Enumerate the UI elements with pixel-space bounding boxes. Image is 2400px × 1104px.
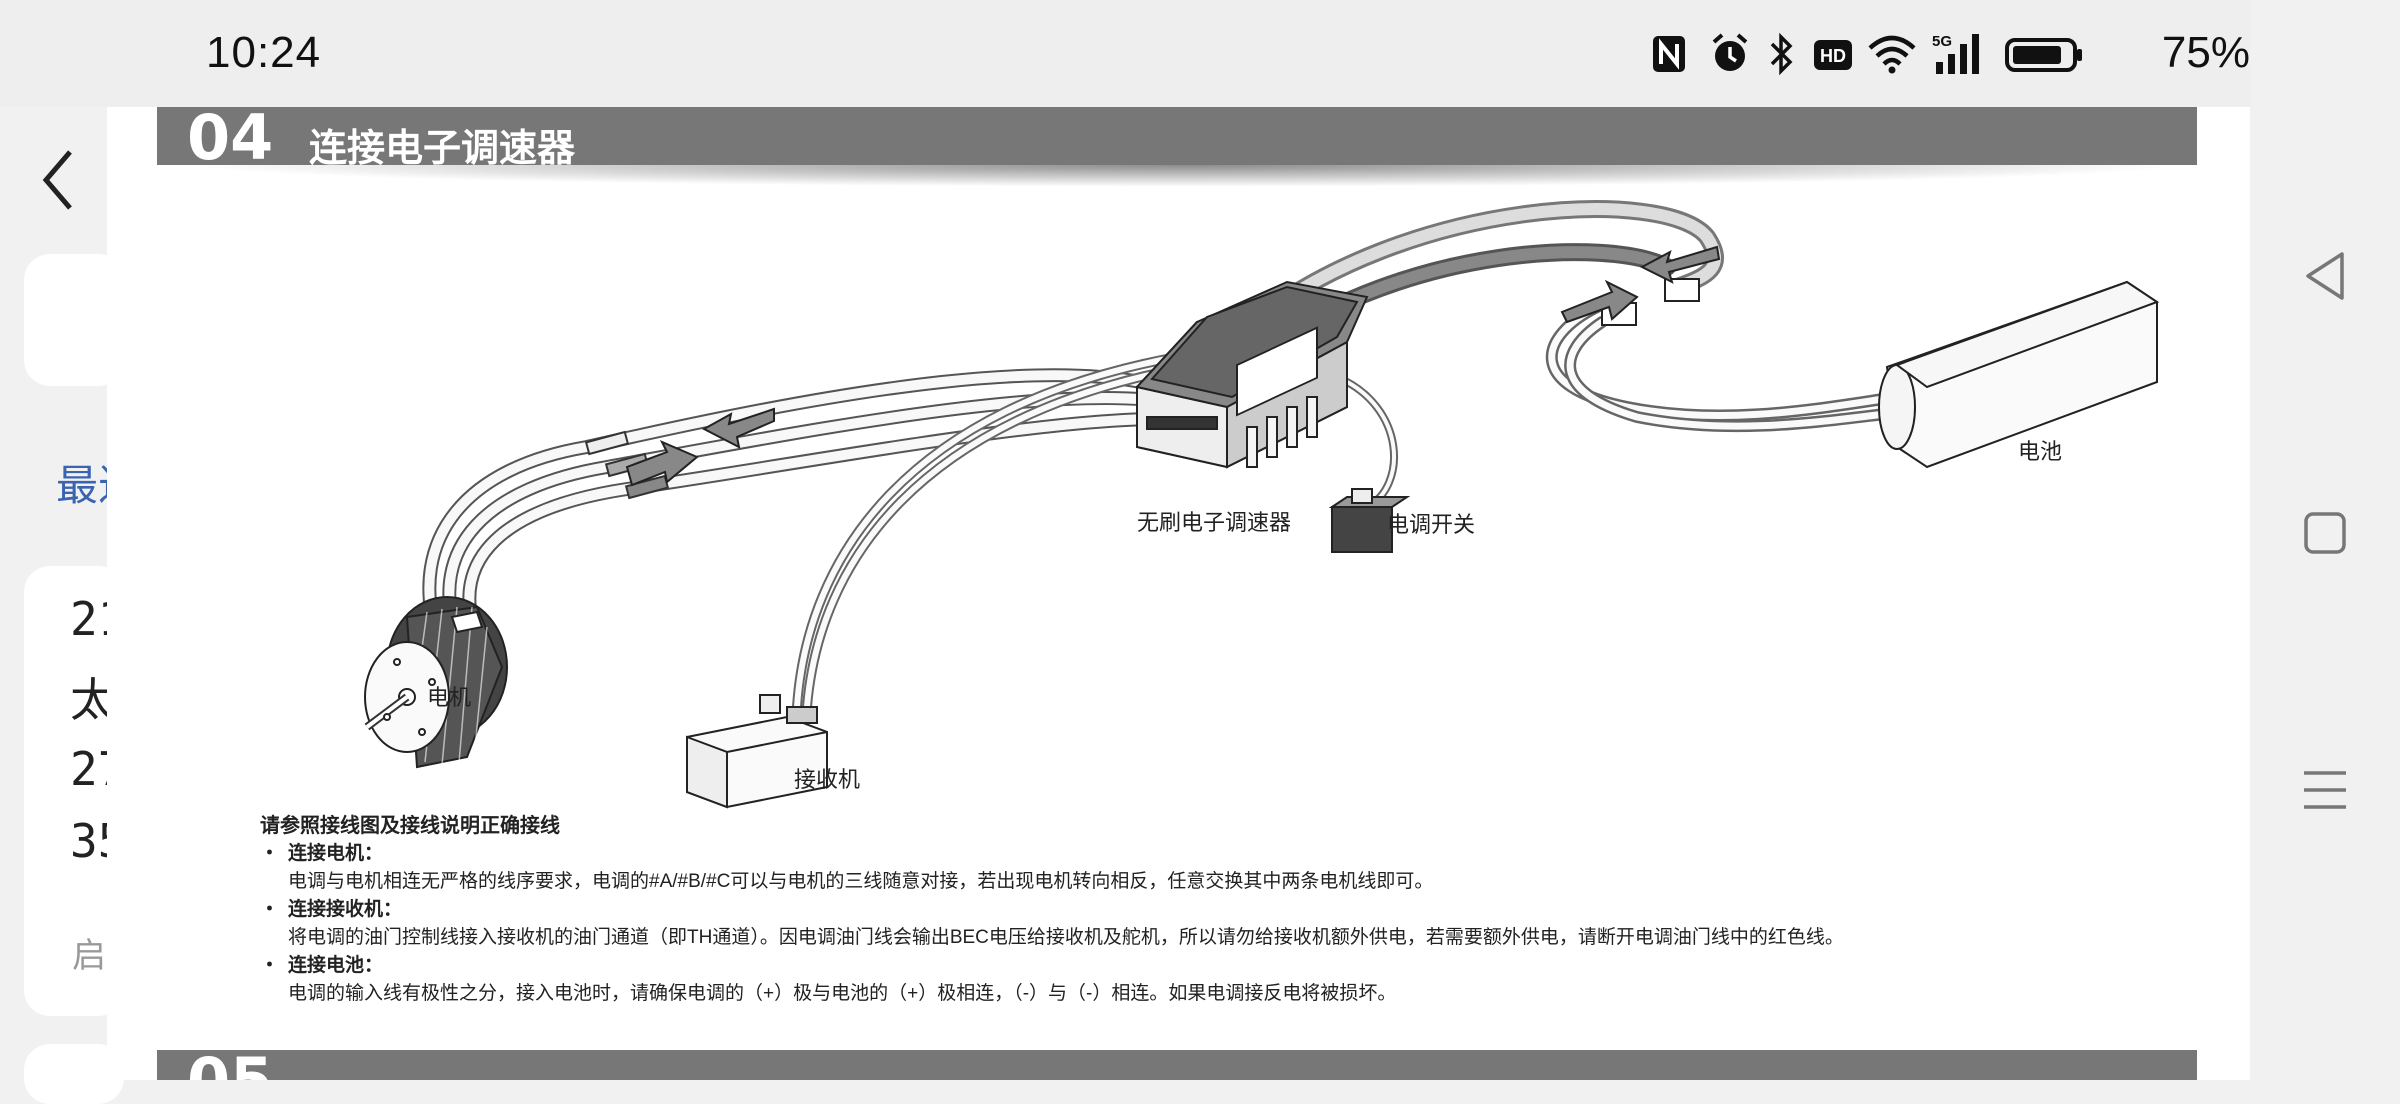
bluetooth-icon	[1770, 32, 1793, 76]
back-arrow-icon[interactable]	[30, 140, 90, 220]
list-item[interactable]: 太	[70, 673, 110, 727]
section-header-04: 04 连接电子调速器	[157, 107, 2197, 174]
section-number: 05	[187, 1044, 273, 1080]
list-item[interactable]: 21	[70, 592, 110, 646]
section-number: 04	[187, 107, 274, 174]
nfc-icon	[1653, 36, 1685, 72]
section-title: 连接电子调速器	[309, 128, 576, 170]
wifi-icon	[1868, 35, 1916, 74]
navigation-bar	[2250, 0, 2400, 1080]
status-bar: 10:24 HD 5G	[0, 0, 2250, 107]
notes-heading: 请参照接线图及接线说明正确接线	[260, 815, 560, 837]
esc-label: 无刷电子调速器	[1137, 510, 1292, 535]
signal-5g-icon: 5G	[1932, 33, 1979, 74]
motor-label: 电机	[427, 685, 472, 710]
wiring-notes: 请参照接线图及接线说明正确接线 ・连接电机： 电调与电机相连无严格的线序要求，电…	[260, 812, 2160, 1008]
back-triangle-icon[interactable]	[2300, 248, 2350, 304]
home-square-icon[interactable]	[2300, 508, 2350, 558]
battery-icon	[2005, 38, 2082, 72]
signal-label: 5G	[1932, 33, 1952, 50]
wiring-diagram	[364, 200, 2160, 809]
clock: 10:24	[206, 28, 322, 77]
note-title-receiver: ・连接接收机：	[260, 899, 403, 920]
status-icons: HD 5G 75%	[1650, 26, 2250, 82]
receiver-label: 接收机	[794, 767, 861, 792]
alarm-icon	[1712, 33, 1748, 71]
manual-viewer[interactable]: 04 连接电子调速器	[107, 107, 2250, 1080]
hd-icon: HD	[1814, 40, 1852, 70]
note-text-receiver: 将电调的油门控制线接入接收机的油门通道（即TH通道）。因电调油门线会输出BEC电…	[288, 927, 1844, 948]
list-item[interactable]: 27	[70, 742, 110, 796]
section-shadow	[187, 165, 2187, 187]
start-label: 启	[72, 937, 106, 975]
section-header-05: 05	[157, 1044, 2197, 1080]
note-title-motor: ・连接电机：	[260, 843, 384, 864]
note-title-battery: ・连接电池：	[260, 955, 384, 976]
battery-label: 电池	[2018, 439, 2063, 464]
hd-label: HD	[1820, 46, 1846, 66]
list-item[interactable]: 35	[70, 814, 110, 868]
note-text-motor: 电调与电机相连无严格的线序要求，电调的#A/#B/#C可以与电机的三线随意对接，…	[288, 871, 1434, 892]
battery-percent: 75%	[2161, 28, 2250, 77]
note-text-battery: 电调的输入线有极性之分，接入电池时，请确保电调的（+）极与电池的（+）极相连，（…	[288, 983, 1397, 1004]
esc-switch-label: 电调开关	[1387, 512, 1476, 537]
menu-lines-icon[interactable]	[2300, 765, 2350, 815]
